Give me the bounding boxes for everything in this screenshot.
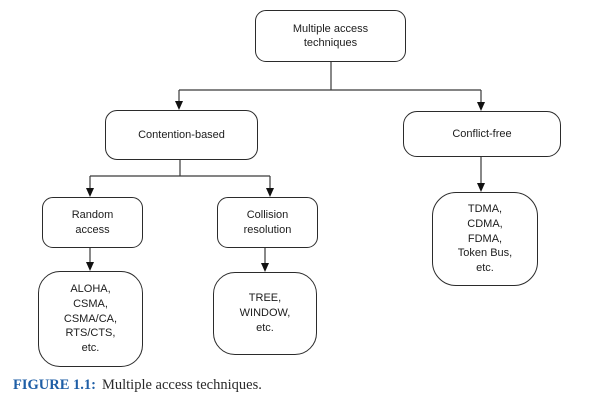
node-conflict-free-examples: TDMA, CDMA, FDMA, Token Bus, etc.	[432, 192, 538, 286]
figure-caption-text: Multiple access techniques.	[101, 377, 262, 393]
node-label: TREE, WINDOW, etc.	[239, 292, 291, 334]
figure-caption: FIGURE 1.1: Multiple access techniques.	[13, 377, 262, 394]
node-contention-based: Contention-based	[105, 110, 258, 160]
node-label: Random access	[71, 209, 114, 236]
node-label: Collision resolution	[243, 209, 292, 236]
figure-number-label: FIGURE 1.1:	[13, 377, 96, 393]
node-collision-resolution-examples: TREE, WINDOW, etc.	[213, 272, 317, 355]
node-collision-resolution: Collision resolution	[217, 197, 318, 248]
node-conflict-free: Conflict-free	[403, 111, 561, 157]
node-multiple-access-techniques: Multiple access techniques	[255, 10, 406, 62]
node-label: TDMA, CDMA, FDMA, Token Bus, etc.	[457, 202, 513, 275]
node-label: ALOHA, CSMA, CSMA/CA, RTS/CTS, etc.	[63, 282, 118, 355]
node-random-access-examples: ALOHA, CSMA, CSMA/CA, RTS/CTS, etc.	[38, 271, 143, 367]
node-random-access: Random access	[42, 197, 143, 248]
node-label: Conflict-free	[452, 127, 512, 140]
node-label: Contention-based	[138, 128, 225, 141]
node-label: Multiple access techniques	[292, 22, 369, 49]
